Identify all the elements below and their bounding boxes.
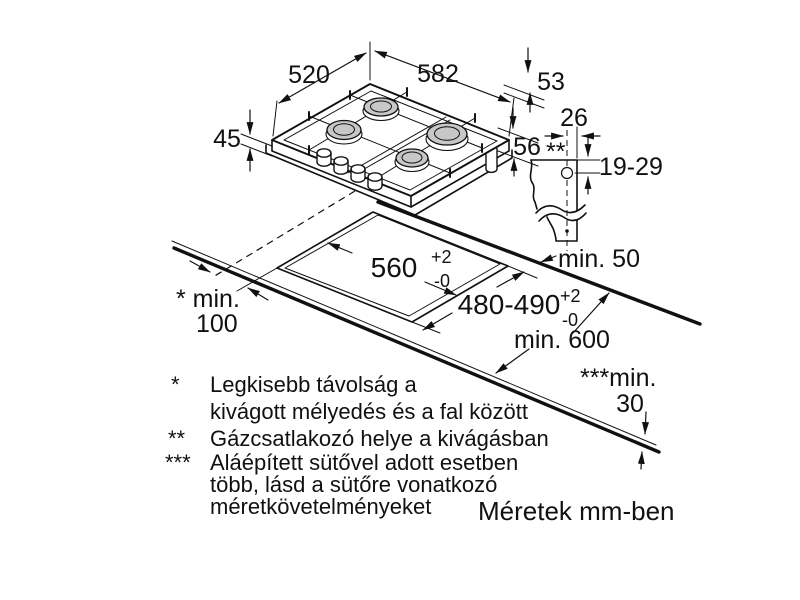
- dim-560-line-left: [327, 242, 353, 254]
- cutout-dimension-lines: [189, 242, 650, 470]
- dim-480-line-upper: [496, 271, 525, 288]
- dim-560-line-right: [424, 281, 457, 296]
- hob-projection-dashed-line: [212, 190, 356, 278]
- gas-hole: [560, 166, 574, 180]
- profile-break-line-1: [535, 204, 586, 214]
- profile-center-dot: [565, 229, 569, 233]
- dim-label-520: 520: [288, 61, 330, 89]
- hob-top-inner-frame: [283, 90, 498, 191]
- worktop-front-edge-top-line: [171, 240, 657, 446]
- worktop-front-edge-bottom-line: [172, 246, 661, 454]
- dim-label-53: 53: [537, 68, 565, 96]
- cutout-inner-edge: [284, 214, 501, 317]
- min50-arrow: [540, 254, 557, 263]
- gas-connection-profile: [529, 126, 601, 251]
- wall-edge-line: [376, 200, 702, 326]
- dim-480-line-lower: [422, 312, 453, 331]
- dim-label-26: 26: [560, 104, 588, 132]
- hob-burners: [325, 97, 469, 173]
- clearance-label-min600: min. 600: [514, 326, 610, 354]
- cutout-width-tol-sub: -0: [434, 271, 450, 291]
- profile-break-line-2: [538, 212, 587, 222]
- min600-arrow-down: [495, 348, 530, 374]
- cutout-bottom-extension-line: [411, 321, 441, 334]
- cutout-outline: [236, 211, 538, 334]
- dim-582-line: [374, 50, 511, 103]
- footnote-3-line-2: több, lásd a sütőre vonatkozó: [210, 472, 497, 497]
- hob-gas-stub: [485, 148, 498, 174]
- footnotes: * Legkisebb távolság a kivágott mélyedés…: [165, 372, 675, 526]
- clearance-label-min100-value: 100: [196, 310, 238, 338]
- dim-520-extension-1: [272, 100, 278, 137]
- min100-arrow-left: [189, 260, 211, 273]
- worktop-illustration: [171, 190, 702, 454]
- footnote-marker-1: *: [171, 372, 180, 397]
- footnote-1-line-1: Legkisebb távolság a: [210, 372, 417, 397]
- cutout-width-label: 560: [371, 252, 418, 283]
- dimension-labels: 520 582 45 53 56 26 ** 19-29 560 +2 -0 4…: [176, 60, 663, 418]
- clearance-label-min30-prefix: ***min.: [580, 364, 656, 392]
- cutout-depth-tol-sub: -0: [562, 310, 578, 330]
- dim-label-45: 45: [213, 125, 241, 153]
- cutout-width-tol-sup: +2: [431, 247, 452, 267]
- footnote-1-line-2: kivágott mélyedés és a fal között: [210, 399, 528, 424]
- dim-53-ref-2: [503, 92, 545, 109]
- clearance-label-min30-value: 30: [616, 390, 644, 418]
- footnote-3-line-1: Aláépített sütővel adott esetben: [210, 450, 518, 475]
- hob-control-knobs: [316, 148, 383, 191]
- footnote-3-line-3: méretkövetelményeket: [210, 494, 431, 519]
- dim-53-ref-1: [503, 84, 545, 101]
- profile-outline-right: [530, 159, 578, 242]
- min100-arrow-right: [247, 287, 269, 301]
- clearance-label-min100-prefix: * min.: [176, 285, 240, 313]
- min30-arrow-down: [642, 411, 650, 435]
- profile-outline-left: [529, 159, 538, 210]
- gas-position-marker: **: [546, 138, 566, 166]
- dim-520-line: [278, 52, 367, 104]
- dim-45-ref-1: [240, 133, 273, 147]
- dim-56-ref-1: [497, 127, 539, 144]
- min600-arrow-up: [572, 292, 610, 334]
- footnote-marker-2: **: [168, 426, 186, 451]
- cutout-left-extension-line: [236, 267, 278, 292]
- hob-illustration: [265, 83, 513, 216]
- dim-label-19-29: 19-29: [599, 153, 663, 181]
- hob-grate-divider-1: [347, 116, 447, 174]
- footnote-2-line-1: Gázcsatlakozó helye a kivágásban: [210, 426, 549, 451]
- dim-label-56: 56: [513, 133, 541, 161]
- footnote-marker-3: ***: [165, 450, 191, 475]
- cutout-right-extension-line: [507, 265, 538, 279]
- cutout-depth-label: 480-490: [458, 289, 561, 320]
- units-note: Méretek mm-ben: [478, 496, 675, 526]
- cutout-depth-tol-sup: +2: [560, 286, 581, 306]
- clearance-label-min50: min. 50: [558, 245, 640, 273]
- profile-break-fill: [536, 205, 586, 221]
- min30-arrow-up: [637, 451, 645, 470]
- hob-base-outline: [265, 144, 513, 216]
- dim-label-582: 582: [417, 60, 459, 88]
